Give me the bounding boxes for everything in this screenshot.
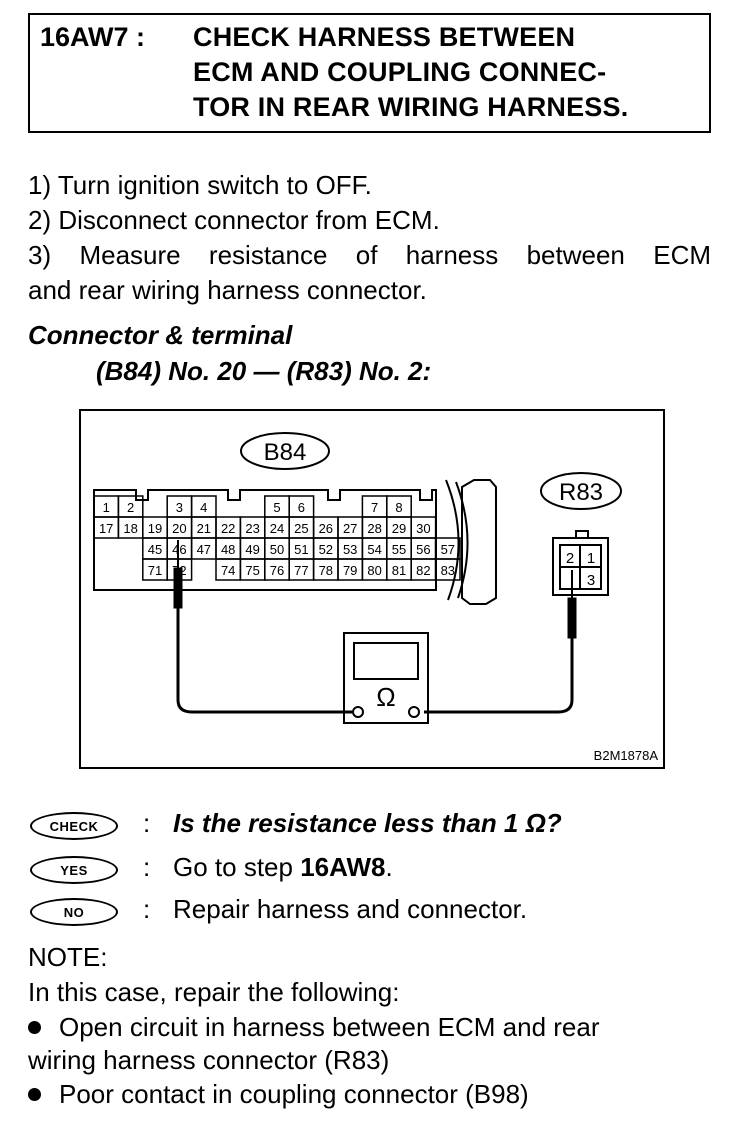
b84-label-ellipse [240, 432, 330, 470]
ecm-terminal-label: 22 [221, 521, 235, 536]
ecm-terminal-label: 20 [172, 521, 186, 536]
ecm-terminal-label: 52 [319, 542, 333, 557]
yes-answer-prefix: Go to step [173, 852, 301, 882]
step-title-line-1: CHECK HARNESS BETWEEN [193, 22, 576, 52]
step-code: 16AW7 : [40, 22, 146, 52]
r83-terminal-3: 3 [587, 572, 595, 589]
ecm-terminal-label: 24 [270, 521, 284, 536]
ecm-terminal-label: 50 [270, 542, 284, 557]
ecm-terminal-label: 77 [294, 563, 308, 578]
b84-label: B84 [264, 439, 307, 466]
ecm-terminal-label: 54 [367, 542, 381, 557]
ecm-terminal-label: 5 [273, 500, 280, 515]
no-answer: Repair harness and connector. [173, 894, 528, 924]
ecm-terminal-label: 75 [245, 563, 259, 578]
step-title-line-3: TOR IN REAR WIRING HARNESS. [193, 92, 629, 122]
ecm-terminal-label: 18 [123, 521, 137, 536]
yes-answer-suffix: . [385, 852, 393, 882]
ecm-terminal-label: 56 [416, 542, 430, 557]
yes-badge: YES [30, 856, 118, 884]
no-colon: : [143, 894, 151, 924]
ecm-terminal-label: 27 [343, 521, 357, 536]
ohmmeter [343, 632, 429, 724]
step-header-box [28, 13, 711, 133]
ecm-terminal-label: 81 [392, 563, 406, 578]
ecm-terminal-label: 80 [367, 563, 381, 578]
bullet-icon [28, 1020, 41, 1034]
ecm-terminal-label: 26 [319, 521, 333, 536]
check-colon: : [143, 808, 151, 838]
note-bullet-1-cont: wiring harness connector (R83) [28, 1045, 390, 1075]
yes-answer: Go to step 16AW8. [173, 852, 393, 883]
figure-id: B2M1878A [594, 748, 659, 763]
bullet-icon [28, 1087, 41, 1101]
yes-answer-step-link[interactable]: 16AW8 [300, 852, 386, 882]
r83-label-ellipse [540, 472, 622, 510]
ecm-terminal-label: 4 [200, 500, 207, 515]
r83-label: R83 [559, 479, 603, 506]
ecm-connector [93, 489, 437, 591]
ecm-terminal-label: 23 [245, 521, 259, 536]
procedure-step-3-cont: and rear wiring harness connector. [28, 275, 427, 305]
connector-heading: Connector & terminal [28, 320, 293, 350]
ecm-terminal-label: 30 [416, 521, 430, 536]
step-title-line-2: ECM AND COUPLING CONNEC- [193, 57, 607, 87]
ecm-terminal-label: 74 [221, 563, 235, 578]
ecm-terminal-label: 57 [441, 542, 455, 557]
procedure-step-1: 1) Turn ignition switch to OFF. [28, 170, 372, 200]
ecm-terminal-label: 45 [148, 542, 162, 557]
left-test-probe [173, 540, 352, 714]
ecm-terminal-label: 55 [392, 542, 406, 557]
note-title: NOTE: [28, 942, 108, 972]
ecm-terminal-label: 28 [367, 521, 381, 536]
ecm-terminal-label: 82 [416, 563, 430, 578]
ecm-terminal-label: 53 [343, 542, 357, 557]
ecm-terminal-label: 7 [371, 500, 378, 515]
ecm-terminal-label: 49 [245, 542, 259, 557]
ecm-terminal-label: 19 [148, 521, 162, 536]
connector-spec: (B84) No. 20 — (R83) No. 2: [96, 356, 432, 386]
ohm-symbol: Ω [376, 682, 395, 712]
yes-colon: : [143, 852, 151, 882]
procedure-step-3: 3) Measure resistance of harness between… [28, 240, 711, 270]
no-badge: NO [30, 898, 118, 926]
ecm-terminal-label: 25 [294, 521, 308, 536]
note-intro: In this case, repair the following: [28, 977, 400, 1007]
r83-terminal-1: 1 [587, 550, 595, 567]
r83-connector [552, 530, 609, 596]
ecm-terminal-cell [434, 558, 461, 581]
note-bullet-1: Open circuit in harness between ECM and … [28, 1012, 600, 1043]
ecm-terminal-label: 17 [99, 521, 113, 536]
ecm-terminal-label: 83 [441, 563, 455, 578]
ecm-terminal-label: 47 [197, 542, 211, 557]
r83-terminal-2: 2 [566, 550, 574, 567]
note-bullet-2-text: Poor contact in coupling connector (B98) [59, 1079, 529, 1109]
ecm-terminal-label: 2 [127, 500, 134, 515]
ecm-terminal-label: 79 [343, 563, 357, 578]
ecm-terminal-label: 78 [319, 563, 333, 578]
note-bullet-1-text: Open circuit in harness between ECM and … [59, 1012, 600, 1042]
ecm-terminal-label: 6 [298, 500, 305, 515]
ecm-terminal-label: 1 [103, 500, 110, 515]
ecm-terminal-label: 3 [176, 500, 183, 515]
right-test-probe [424, 570, 577, 714]
ecm-terminal-label: 48 [221, 542, 235, 557]
note-bullet-2: Poor contact in coupling connector (B98) [28, 1079, 529, 1110]
check-badge: CHECK [30, 812, 118, 840]
check-question: Is the resistance less than 1 Ω? [173, 808, 562, 838]
ecm-terminal-label: 21 [197, 521, 211, 536]
ecm-terminal-label: 8 [395, 500, 402, 515]
ecm-terminal-label: 51 [294, 542, 308, 557]
ecm-terminal-label: 71 [148, 563, 162, 578]
ecm-terminal-label: 46 [172, 542, 186, 557]
ecm-terminal-label: 29 [392, 521, 406, 536]
ecm-terminal-label: 76 [270, 563, 284, 578]
procedure-step-2: 2) Disconnect connector from ECM. [28, 205, 440, 235]
